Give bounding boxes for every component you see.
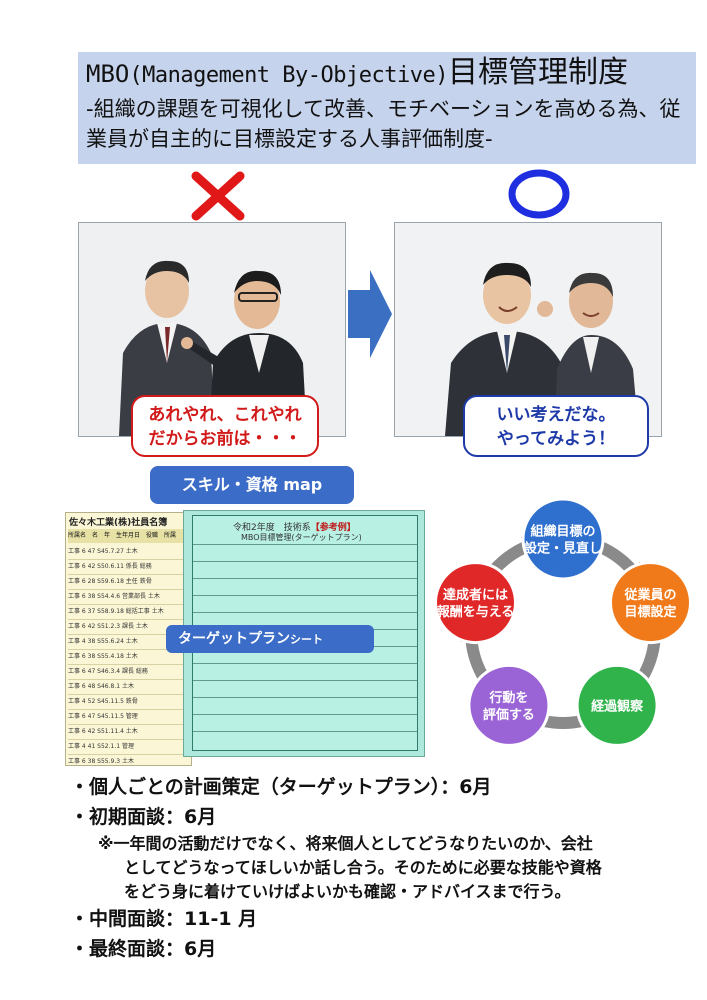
cycle-step-label: 達成者には — [443, 587, 508, 603]
note-line2: としてどうなってほしいか話し合う。そのために必要な技能や資格 — [124, 858, 602, 877]
schedule-list: ・個人ごとの計画策定（ターゲットプラン）：6月 ・初期面談：6月 ※一年間の活動… — [70, 772, 700, 964]
table-row: 工事 6 47 S45.7.27 土木 — [68, 545, 189, 560]
cycle-step-circle — [434, 561, 518, 645]
table-row: 工事 6 37 S58.9.18 総括工事 土木 — [68, 605, 189, 620]
bullet-initial-interview: ・初期面談：6月 — [70, 806, 217, 828]
cycle-step-label: 経過観察 — [591, 698, 644, 714]
cycle-arrow — [597, 541, 636, 574]
bad-bubble-line2: だからお前は・・・ — [148, 429, 302, 449]
right-arrow-icon — [348, 270, 392, 358]
cycle-nodes: 組織目標の設定・見直し従業員の目標設定経過観察行動を評価する達成者には報酬を与え… — [434, 500, 692, 747]
cycle-arrow — [465, 639, 489, 680]
cycle-step-circle — [521, 500, 605, 581]
good-bubble-line1: いい考えだな。 — [496, 405, 616, 425]
cycle-step-label: 従業員の — [623, 587, 676, 603]
plan-form-line — [193, 578, 417, 579]
plan-form-line — [193, 544, 417, 545]
bad-bubble-line1: あれやれ、これやれ — [148, 405, 302, 425]
bullet-target-plan: ・個人ごとの計画策定（ターゲットプラン）：6月 — [70, 776, 492, 798]
note-line3: をどう身に着けていけばよいかも確認・アドバイスまで行う。 — [124, 882, 571, 901]
table-row: 工事 6 38 S55.4.18 土木 — [68, 650, 189, 665]
table-row: 工事 6 38 S55.9.3 土木 — [68, 755, 189, 765]
bullet-mid-interview: ・中間面談：11-1 月 — [70, 908, 258, 930]
blue-circle-icon — [508, 169, 570, 219]
bad-speech-bubble: あれやれ、これやれ だからお前は・・・ — [131, 395, 319, 457]
cycle-step-label: 報酬を与える — [437, 604, 515, 620]
cycle-step-label: 設定・見直し — [524, 541, 602, 557]
cycle-step: 経過観察 — [575, 663, 659, 747]
table-row: 工事 6 47 S46.3.4 課長 総務 — [68, 665, 189, 680]
plan-form-line — [193, 714, 417, 715]
plan-form-line — [193, 595, 417, 596]
title-paren: (Management By-Objective) — [129, 63, 448, 88]
note-line1: ※一年間の活動だけでなく、将来個人としてどうなりたいのか、会社 — [98, 834, 593, 853]
employee-table-title: 佐々木工業(株)社員名簿 — [69, 518, 168, 528]
skill-map-label: スキル・資格 map — [150, 466, 354, 504]
table-row: 工事 4 38 S55.6.24 土木 — [68, 635, 189, 650]
table-row: 工事 6 42 S51.11.4 土木 — [68, 725, 189, 740]
table-row: 工事 4 52 S45.11.5 鉄骨 — [68, 695, 189, 710]
cycle-step-label: 目標設定 — [624, 604, 676, 620]
cycle-step-label: 組織目標の — [530, 524, 595, 540]
plan-form-line — [193, 731, 417, 732]
table-row: 工事 4 41 S52.1.1 管理 — [68, 740, 189, 755]
cycle-arrow — [542, 715, 584, 729]
table-row: 工事 6 42 S50.6.11 係長 総務 — [68, 560, 189, 575]
red-x-icon — [191, 171, 245, 221]
page-title: MBO(Management By-Objective)目標管理制度 — [86, 54, 628, 95]
plan-form-line — [193, 561, 417, 562]
table-row: 工事 6 28 S59.6.18 主任 鉄骨 — [68, 575, 189, 590]
good-bubble-line2: やってみよう！ — [496, 429, 616, 449]
plan-subtitle: MBO目標管理(ターゲットプラン) — [241, 533, 362, 542]
cycle-arrow — [637, 639, 661, 680]
interview-note: ※一年間の活動だけでなく、将来個人としてどうなりたいのか、会社 としてどうなって… — [70, 832, 700, 904]
plan-form-line — [193, 612, 417, 613]
plan-title: 令和2年度 技術系【参考例】 — [233, 520, 356, 533]
cycle-step-circle — [575, 663, 659, 747]
cycle-step-circle — [467, 663, 551, 747]
employee-table-header: 所属名 名 年 生年月日 役職 所属 — [68, 529, 189, 543]
table-row: 工事 6 47 S45.11.5 管理 — [68, 710, 189, 725]
good-speech-bubble: いい考えだな。 やってみよう！ — [463, 395, 649, 457]
title-prefix: MBO — [86, 60, 130, 88]
plan-label-main: ターゲットプラン — [178, 631, 290, 647]
plan-form-line — [193, 680, 417, 681]
table-row: 工事 6 42 S51.2.3 課長 土木 — [68, 620, 189, 635]
target-plan-label: ターゲットプランシート — [166, 625, 374, 653]
header-banner: MBO(Management By-Objective)目標管理制度 -組織の課… — [78, 52, 696, 164]
bullet-final-interview: ・最終面談：6月 — [70, 938, 217, 960]
cycle-arrow — [490, 541, 529, 574]
plan-form-line — [193, 663, 417, 664]
cycle-step-circle — [608, 561, 692, 645]
cycle-step-label: 評価する — [483, 707, 535, 723]
plan-label-sub: シート — [290, 633, 323, 646]
cycle-step-label: 行動を — [488, 690, 528, 706]
plan-form-line — [193, 697, 417, 698]
table-row: 工事 6 38 S54.4.6 営業部長 土木 — [68, 590, 189, 605]
table-row: 工事 6 48 S46.8.1 土木 — [68, 680, 189, 695]
plan-title-prefix: 令和2年度 技術系 — [233, 523, 311, 533]
title-main: 目標管理制度 — [448, 55, 628, 90]
employee-table-body: 工事 6 47 S45.7.27 土木工事 6 42 S50.6.11 係長 総… — [68, 545, 189, 765]
mbo-cycle-diagram: 組織目標の設定・見直し従業員の目標設定経過観察行動を評価する達成者には報酬を与え… — [434, 500, 692, 747]
plan-title-tag: 【参考例】 — [310, 523, 356, 533]
page-subtitle: -組織の課題を可視化して改善、モチベーションを高める為、従業員が自主的に目標設定… — [86, 97, 681, 151]
